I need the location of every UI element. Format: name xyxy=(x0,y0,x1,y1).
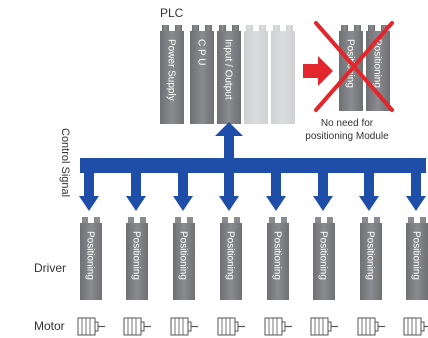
bus-drop-arrow-1 xyxy=(79,172,99,211)
driver-label: Driver xyxy=(34,261,66,275)
plc-rack: Power Supply C P U Input / Output xyxy=(160,25,295,124)
driver-unit-label: Positioning xyxy=(365,231,376,280)
bus-drop-arrow-4 xyxy=(219,172,239,211)
no-need-note-line2: positioning Module xyxy=(305,131,389,142)
driver-unit-4: Positioning xyxy=(220,217,242,300)
driver-unit-label: Positioning xyxy=(131,231,142,280)
motor-icon xyxy=(310,317,338,336)
driver-unit-1: Positioning xyxy=(80,217,102,300)
plc-module-1-label: Power Supply xyxy=(166,39,177,101)
removed-positioning-module-2-label: Positioning xyxy=(372,39,383,88)
bus-drop-arrow-7 xyxy=(359,172,379,211)
plc-module-2: C P U xyxy=(190,25,214,124)
motor-row xyxy=(77,317,428,336)
driver-unit-6: Positioning xyxy=(313,217,335,300)
driver-unit-label: Positioning xyxy=(318,231,329,280)
driver-unit-3: Positioning xyxy=(173,217,195,300)
driver-unit-label: Positioning xyxy=(85,231,96,280)
driver-unit-2: Positioning xyxy=(126,217,148,300)
plc-module-3: Input / Output xyxy=(217,25,241,124)
driver-unit-5: Positioning xyxy=(267,217,289,300)
driver-unit-7: Positioning xyxy=(360,217,382,300)
driver-unit-label: Positioning xyxy=(225,231,236,280)
motor-icon xyxy=(77,317,105,336)
removed-positioning-module-2: Positioning xyxy=(366,25,390,111)
plc-module-3-label: Input / Output xyxy=(223,39,234,100)
motor-label: Motor xyxy=(34,319,65,333)
plc-title: PLC xyxy=(160,6,184,20)
motor-icon xyxy=(357,317,385,336)
control-signal-label: Control Signal xyxy=(59,128,71,197)
plc-module-2-label: C P U xyxy=(196,39,207,66)
motor-icon xyxy=(123,317,151,336)
driver-unit-label: Positioning xyxy=(411,231,422,280)
bus-horizontal-bar xyxy=(80,158,426,173)
plc-module-1: Power Supply xyxy=(160,25,184,124)
driver-row: Positioning Positioning Positioning Positio… xyxy=(80,217,428,300)
bus-up-arrow xyxy=(215,122,243,173)
no-need-note-line1: No need for xyxy=(321,118,374,129)
bus-drop-arrow-2 xyxy=(126,172,146,211)
plc-module-5 xyxy=(271,25,295,124)
cross-out-icon xyxy=(314,21,394,112)
driver-unit-8: Positioning xyxy=(406,217,428,300)
motor-icon xyxy=(264,317,292,336)
plc-module-4 xyxy=(244,25,268,124)
bus-drop-arrow-3 xyxy=(173,172,193,211)
control-signal-bus xyxy=(79,122,426,211)
motor-icon xyxy=(217,317,245,336)
red-arrow-icon xyxy=(303,56,333,86)
bus-drop-arrow-5 xyxy=(266,172,286,211)
bus-drop-arrow-8 xyxy=(406,172,426,211)
motor-icon xyxy=(170,317,198,336)
driver-unit-label: Positioning xyxy=(272,231,283,280)
bus-drop-arrow-6 xyxy=(313,172,333,211)
driver-unit-label: Positioning xyxy=(178,231,189,280)
motor-icon xyxy=(403,317,428,336)
